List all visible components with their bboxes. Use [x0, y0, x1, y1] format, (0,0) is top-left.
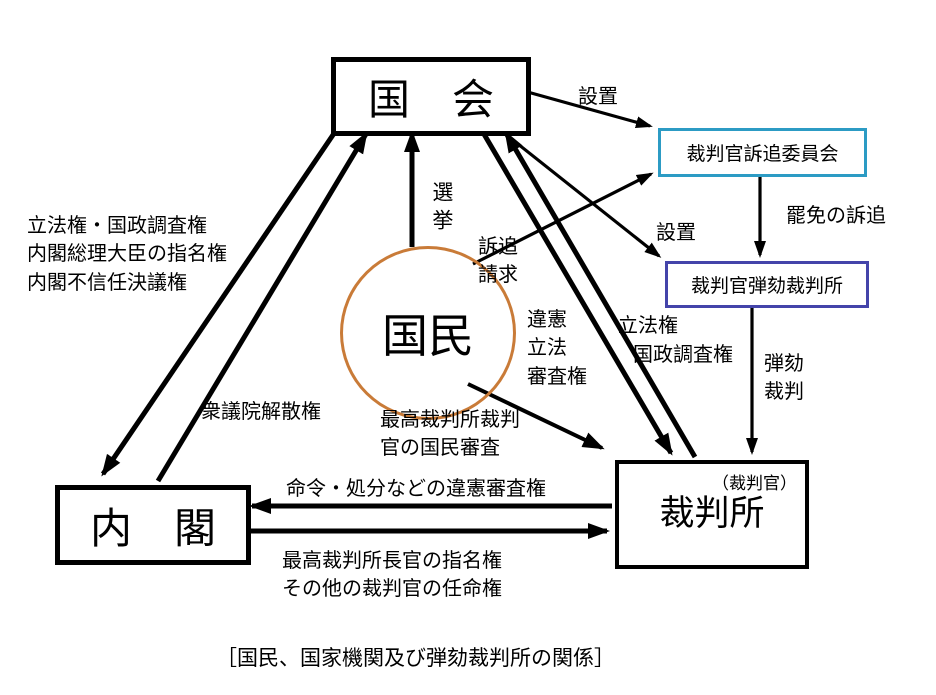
arrow-kokkai-to-saibansho — [478, 127, 674, 456]
node-kokumin-circle: 国民 — [340, 246, 516, 420]
node-naikaku-label: 内 閣 — [89, 506, 216, 553]
node-kokkai-label: 国 会 — [367, 78, 494, 124]
label-himen-no-sotsui: 罷免の訴追 — [786, 205, 886, 227]
label-kokkai-to-naikaku-powers: 立法権・国政調査権 内閣総理大臣の指名権 内閣不信任決議権 — [27, 215, 227, 294]
label-shugiin-kaisanken: 衆議院解散権 — [201, 401, 321, 423]
node-kokumin-label: 国民 — [382, 311, 474, 362]
label-meirei-shobun: 命令・処分などの違憲審査権 — [286, 478, 546, 500]
node-sotsui-iinkai-label: 裁判官訴追委員会 — [686, 144, 839, 165]
label-kokusei-chosaken: 国政調査権 — [633, 344, 733, 366]
node-saibansho: （裁判官） 裁判所 — [615, 460, 809, 569]
diagram-caption: ［国民、国家機関及び弾劾裁判所の関係］ — [216, 646, 615, 670]
label-iken-rippo-shinsaken: 違憲 立法 審査権 — [527, 309, 587, 388]
arrow-saibansho-to-kokkai — [503, 130, 698, 459]
arrow-kokkai-to-dangai-saibansho — [498, 127, 662, 258]
label-kokumin-shinsa: 最高裁判所裁判 官の国民審査 — [380, 409, 520, 460]
arrow-kokkai-to-naikaku — [100, 127, 340, 477]
node-naikaku: 内 閣 — [55, 485, 251, 565]
node-sotsui-iinkai: 裁判官訴追委員会 — [658, 128, 867, 177]
label-setchi-mid: 設置 — [656, 222, 696, 244]
node-saibansho-label: 裁判所 — [659, 494, 765, 533]
node-saibankan-note: （裁判官） — [712, 474, 797, 493]
label-sotsui-seikyu: 訴追 請求 — [478, 236, 518, 287]
label-dangai-saiban: 弾劾 裁判 — [764, 353, 804, 404]
arrow-kokumin-to-saibansho — [467, 382, 605, 450]
arrow-naikaku-to-kokkai — [155, 131, 369, 483]
node-dangai-saibansho-label: 裁判官弾劾裁判所 — [690, 276, 843, 297]
label-senkyo: 選挙 — [429, 181, 454, 237]
label-naikaku-to-saibansho-powers: 最高裁判所長官の指名権 その他の裁判官の任命権 — [282, 550, 502, 601]
arrow-kokumin-to-sotsui-iinkai — [472, 172, 654, 266]
node-dangai-saibansho: 裁判官弾劾裁判所 — [665, 261, 869, 308]
arrow-kokkai-to-sotsui-iinkai — [523, 89, 653, 129]
label-setchi-top: 設置 — [578, 86, 618, 108]
label-rippoken: 立法権 — [618, 315, 678, 337]
node-kokkai: 国 会 — [331, 57, 531, 136]
